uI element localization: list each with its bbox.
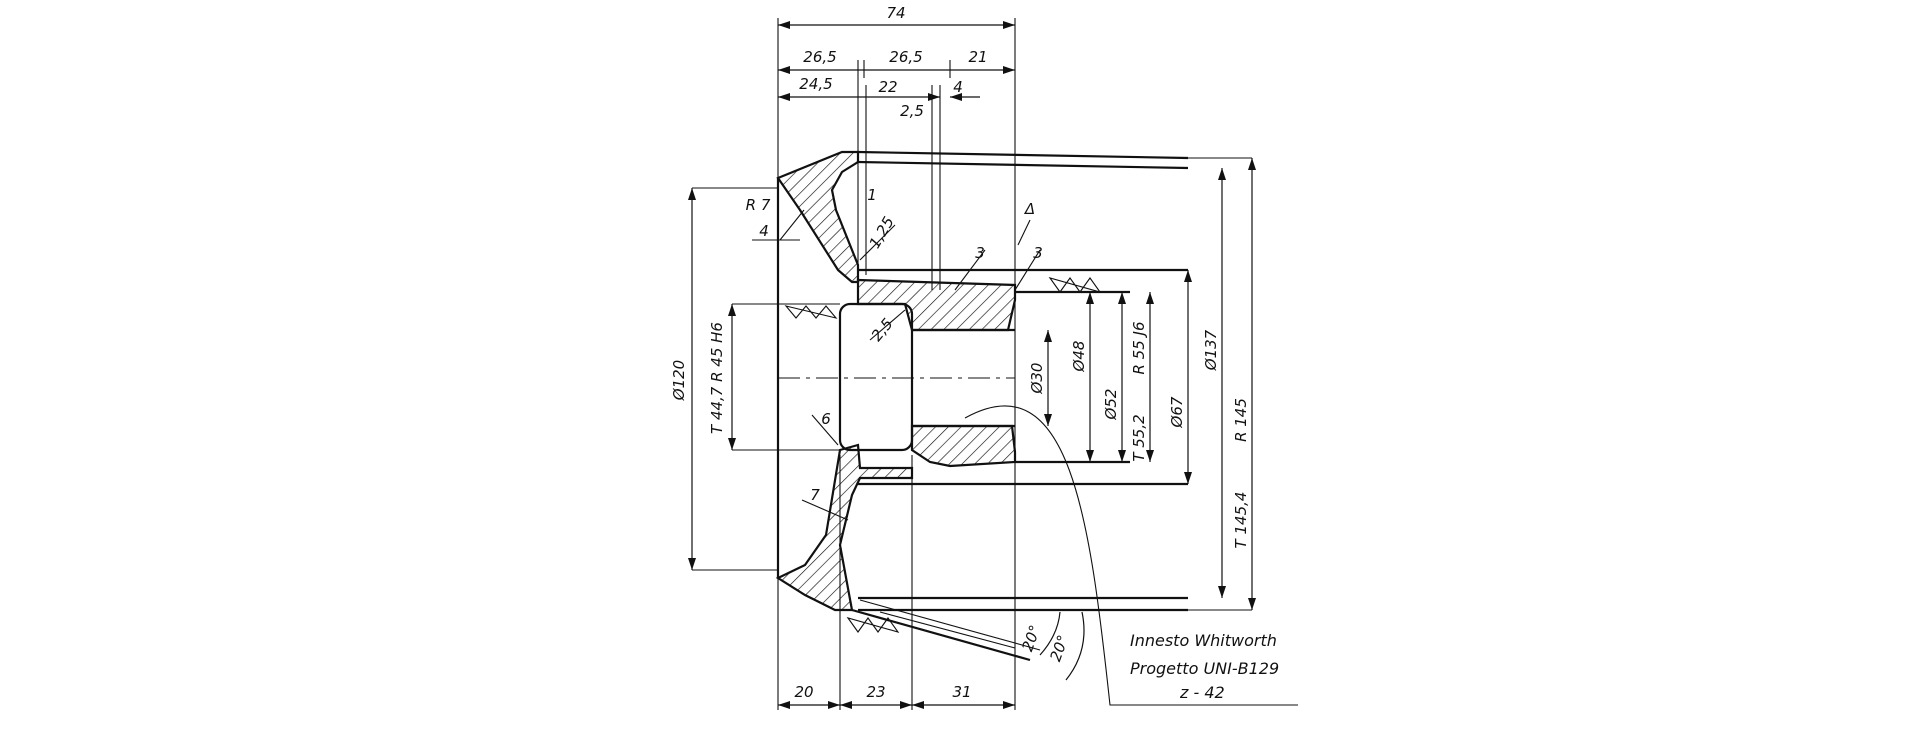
dim-24-5: 24,5 bbox=[799, 75, 832, 93]
finish-mark-bore bbox=[784, 305, 838, 319]
hub-lower-section bbox=[910, 424, 1017, 468]
dim-dia-67: Ø67 bbox=[1168, 396, 1186, 428]
angle-arc-1 bbox=[1039, 611, 1061, 656]
dim-r145: R 145 bbox=[1232, 398, 1250, 442]
rim-top-line-2 bbox=[857, 160, 1189, 170]
dim-3-b: 3 bbox=[1033, 244, 1043, 262]
surface-finish-marks bbox=[784, 277, 1102, 633]
note-line-1: Innesto Whitworth bbox=[1130, 631, 1277, 650]
dim-t145: T 145,4 bbox=[1232, 492, 1250, 549]
dim-7-left: 7 bbox=[810, 486, 820, 504]
note-line-3: z - 42 bbox=[1179, 683, 1225, 702]
dim-t55: T 55,2 bbox=[1130, 414, 1148, 461]
dim-22: 22 bbox=[878, 78, 897, 96]
dim-21: 21 bbox=[968, 48, 987, 66]
dim-4-left: 4 bbox=[759, 222, 769, 240]
dim-dia-48: Ø48 bbox=[1070, 341, 1088, 373]
dim-6: 6 bbox=[821, 410, 831, 428]
dim-3-a: 3 bbox=[975, 244, 985, 262]
dim-r7: R 7 bbox=[746, 196, 771, 214]
dimension-labels: 74 26,5 26,5 21 24,5 22 4 2,5 20 23 31 Ø… bbox=[670, 4, 1250, 701]
dim-31: 31 bbox=[952, 683, 971, 701]
dim-bore: T 44,7 R 45 H6 bbox=[708, 322, 726, 434]
finish-mark-hub bbox=[1048, 277, 1102, 293]
dim-74: 74 bbox=[886, 4, 905, 22]
dim-dia-52: Ø52 bbox=[1102, 389, 1120, 421]
lower-web-section bbox=[775, 443, 914, 612]
angle-20-b: 20° bbox=[1046, 633, 1072, 664]
dim-23: 23 bbox=[866, 683, 885, 701]
finish-mark-gear bbox=[846, 617, 900, 633]
part-section bbox=[775, 150, 1189, 662]
gear-cone-line-2 bbox=[859, 599, 1041, 651]
upper-flange-section bbox=[776, 150, 860, 284]
dim-1-25: 1,25 bbox=[866, 214, 898, 252]
angle-20-a: 20° bbox=[1018, 623, 1044, 654]
construction-lines bbox=[777, 18, 1298, 710]
finish-delta: Δ bbox=[1024, 200, 1035, 218]
gear-note: Innesto Whitworth Progetto UNI-B129 z - … bbox=[1130, 631, 1279, 702]
gear-cone-line-3 bbox=[879, 611, 1016, 649]
dim-dia-120: Ø120 bbox=[670, 360, 688, 401]
dim-26-5-a: 26,5 bbox=[803, 48, 836, 66]
dim-2-5-top: 2,5 bbox=[900, 102, 924, 120]
dim-2-5-bore: 2,5 bbox=[868, 315, 897, 345]
rim-top-line bbox=[857, 150, 1189, 160]
gear-cone-line bbox=[851, 608, 1031, 662]
dim-26-5-b: 26,5 bbox=[889, 48, 922, 66]
angle-arc-2 bbox=[1065, 611, 1085, 681]
dim-20: 20 bbox=[794, 683, 813, 701]
dim-r55: R 55 J6 bbox=[1130, 321, 1148, 374]
dim-1: 1 bbox=[867, 186, 877, 204]
note-line-2: Progetto UNI-B129 bbox=[1130, 659, 1279, 678]
note-leader bbox=[964, 405, 1298, 706]
dim-4: 4 bbox=[953, 78, 963, 96]
bore-rect bbox=[838, 302, 914, 452]
dim-dia-137: Ø137 bbox=[1202, 329, 1220, 371]
dimension-lines bbox=[688, 21, 1256, 709]
dim-dia-30: Ø30 bbox=[1028, 363, 1046, 395]
